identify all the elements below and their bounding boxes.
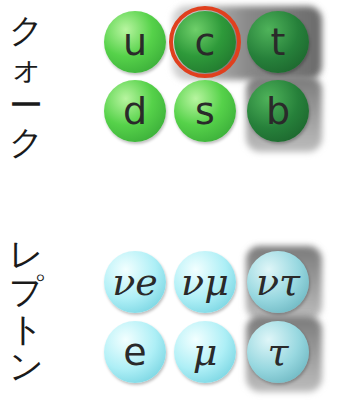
quark-ball: b bbox=[247, 80, 309, 142]
quark-ball: u bbox=[104, 11, 166, 73]
particle-symbol: μ bbox=[193, 333, 218, 371]
shade-band bbox=[246, 76, 322, 152]
particle-symbol: ντ bbox=[256, 263, 300, 301]
lepton-ball: τ bbox=[247, 321, 309, 383]
lepton-ball: μ bbox=[174, 321, 236, 383]
particle-symbol: νμ bbox=[181, 263, 229, 301]
particle-symbol: τ bbox=[267, 333, 288, 371]
quark-ball: d bbox=[104, 80, 166, 142]
particle-symbol: s bbox=[195, 92, 215, 130]
quark-ball: s bbox=[174, 80, 236, 142]
particle-symbol: e bbox=[123, 333, 146, 371]
lepton-ball: νe bbox=[104, 251, 166, 313]
particle-symbol: u bbox=[123, 23, 147, 61]
particle-symbol: c bbox=[195, 23, 216, 61]
particle-symbol: t bbox=[271, 23, 286, 61]
group-label: クォーク bbox=[9, 12, 43, 162]
particle-symbol: νe bbox=[112, 263, 158, 301]
particle-symbol: b bbox=[266, 92, 290, 130]
group-label: レプトン bbox=[9, 236, 43, 386]
lepton-ball: ντ bbox=[247, 251, 309, 313]
shade-band bbox=[246, 316, 322, 392]
quark-ball: t bbox=[247, 11, 309, 73]
shade-band bbox=[172, 6, 322, 80]
particle-symbol: d bbox=[123, 92, 147, 130]
lepton-ball: e bbox=[104, 321, 166, 383]
highlight-ring bbox=[171, 8, 239, 76]
lepton-ball: νμ bbox=[174, 251, 236, 313]
quark-ball: c bbox=[174, 11, 236, 73]
shade-band bbox=[246, 246, 322, 320]
